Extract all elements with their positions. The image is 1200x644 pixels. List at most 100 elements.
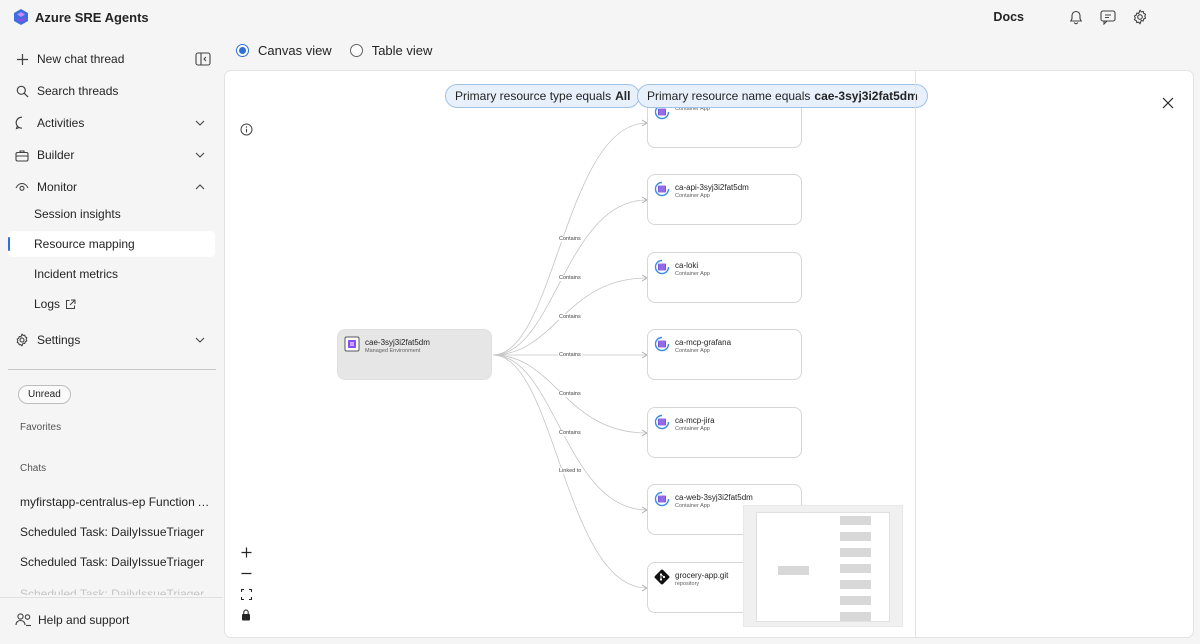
git-repository-icon [654, 569, 670, 585]
edge-label: Contains [558, 236, 582, 242]
details-panel-divider [915, 71, 916, 637]
brand[interactable]: Azure SRE Agents [14, 9, 149, 25]
edge-label: Contains [558, 314, 582, 320]
collapse-sidebar-icon[interactable] [195, 52, 211, 66]
chat-thread-item[interactable]: Scheduled Task: DailyIssueTriager [20, 587, 205, 595]
docs-link[interactable]: Docs [993, 10, 1024, 24]
edge-label: Contains [558, 352, 582, 358]
chats-section-label: Chats [20, 463, 47, 474]
node-name: ca-loki [675, 261, 699, 270]
filter-label: Primary resource name equals [647, 89, 811, 103]
node-type: Managed Environment [365, 348, 421, 354]
node-type: Container App [675, 271, 710, 277]
chevron-down-icon [195, 152, 205, 158]
sidebar-item-incident-metrics[interactable]: Incident metrics [8, 261, 215, 287]
chevron-down-icon [195, 120, 205, 126]
chevron-down-icon [195, 337, 205, 343]
top-bar: Azure SRE Agents Docs [0, 0, 1200, 35]
table-view-label: Table view [371, 43, 433, 58]
sidebar-item-label: Resource mapping [34, 237, 135, 251]
resource-node[interactable]: ca-loki Container App [647, 252, 802, 303]
sidebar-item-settings[interactable]: Settings [14, 327, 214, 353]
new-chat-thread-button[interactable]: New chat thread [14, 46, 214, 72]
view-toggle: Canvas view Table view [236, 43, 450, 58]
chat-thread-item[interactable]: myfirstapp-centralus-ep Function A... [20, 495, 210, 509]
sidebar: New chat thread Search threads Activitie… [0, 35, 223, 644]
minimap-node [840, 596, 871, 605]
bell-icon[interactable] [1066, 7, 1086, 27]
container-app-icon [654, 491, 670, 507]
radio-unselected-icon[interactable] [349, 44, 363, 57]
sidebar-item-label: Incident metrics [34, 267, 119, 281]
chat-thread-item[interactable]: Scheduled Task: DailyIssueTriager [20, 555, 205, 569]
minimap-node [840, 548, 871, 557]
zoom-in-button[interactable] [235, 542, 257, 562]
node-type: Container App [675, 426, 710, 432]
container-app-icon [654, 259, 670, 275]
canvas-view-radio[interactable]: Canvas view [236, 43, 332, 58]
people-support-icon [14, 611, 32, 629]
sidebar-footer-divider [0, 597, 223, 598]
minimap-viewport [756, 512, 890, 622]
feedback-icon[interactable] [1098, 7, 1118, 27]
search-icon [14, 83, 30, 99]
sidebar-item-builder[interactable]: Builder [14, 142, 214, 168]
edge-label: Contains [558, 275, 582, 281]
managed-environment-icon [344, 336, 360, 352]
resource-type-filter-pill[interactable]: Primary resource type equals All [445, 84, 641, 108]
resource-map-canvas[interactable]: Contains Contains Contains Contains Cont… [224, 70, 1194, 638]
radio-selected-icon[interactable] [236, 44, 249, 57]
app-title: Azure SRE Agents [35, 9, 149, 25]
zoom-out-button[interactable] [235, 563, 257, 583]
sidebar-item-label: Monitor [37, 180, 78, 194]
minimap-node [840, 564, 871, 573]
sidebar-item-label: Session insights [34, 207, 121, 221]
node-type: Container App [675, 193, 710, 199]
node-name: ca-mcp-grafana [675, 338, 732, 347]
eye-icon [14, 179, 30, 195]
help-and-support-button[interactable]: Help and support [14, 611, 129, 629]
node-name: ca-web-3syj3i2fat5dm [675, 493, 753, 502]
chevron-up-icon [195, 184, 205, 190]
node-type: Container App [675, 106, 710, 112]
resource-node[interactable]: ca-mcp-jira Container App [647, 407, 802, 458]
minus-icon [241, 572, 251, 574]
lock-icon [242, 609, 250, 621]
close-icon[interactable] [1161, 96, 1175, 110]
minimap-node [778, 566, 809, 575]
info-icon[interactable] [240, 123, 253, 136]
search-threads-button[interactable]: Search threads [14, 78, 214, 104]
resource-node[interactable]: ca-api-3syj3i2fat5dm Container App [647, 174, 802, 225]
filter-value: All [615, 89, 631, 103]
plus-icon [241, 547, 251, 557]
unread-filter-button[interactable]: Unread [18, 385, 71, 404]
new-chat-thread-label: New chat thread [37, 52, 125, 66]
sidebar-item-logs[interactable]: Logs [8, 291, 215, 317]
table-view-radio[interactable]: Table view [349, 43, 433, 58]
resource-node[interactable]: ca-mcp-grafana Container App [647, 329, 802, 380]
sre-agent-logo-icon [14, 9, 28, 25]
source-resource-node[interactable]: cae-3syj3i2fat5dm Managed Environment [337, 329, 492, 380]
resource-name-filter-pill[interactable]: Primary resource name equals cae-3syj3i2… [637, 84, 928, 108]
node-name: cae-3syj3i2fat5dm [365, 338, 430, 347]
gear-icon[interactable] [1130, 7, 1150, 27]
active-indicator [8, 237, 10, 251]
node-type: Container App [675, 348, 710, 354]
sidebar-item-resource-mapping[interactable]: Resource mapping [8, 231, 215, 257]
fit-view-button[interactable] [235, 584, 257, 604]
sidebar-item-label: Settings [37, 333, 81, 347]
plus-icon [14, 51, 30, 67]
fit-view-icon [240, 588, 252, 600]
minimap[interactable] [743, 505, 903, 627]
chat-thread-item[interactable]: Scheduled Task: DailyIssueTriager [20, 525, 205, 539]
container-app-icon [654, 414, 670, 430]
container-app-icon [654, 181, 670, 197]
toolbox-icon [14, 147, 30, 163]
lock-button[interactable] [235, 605, 257, 625]
chat-bubble-icon [14, 115, 30, 131]
gear-icon [14, 332, 30, 348]
sidebar-item-monitor[interactable]: Monitor [14, 174, 214, 200]
sidebar-item-activities[interactable]: Activities [14, 110, 214, 136]
sidebar-item-session-insights[interactable]: Session insights [8, 201, 215, 227]
edge-label: Linked to [558, 468, 583, 474]
